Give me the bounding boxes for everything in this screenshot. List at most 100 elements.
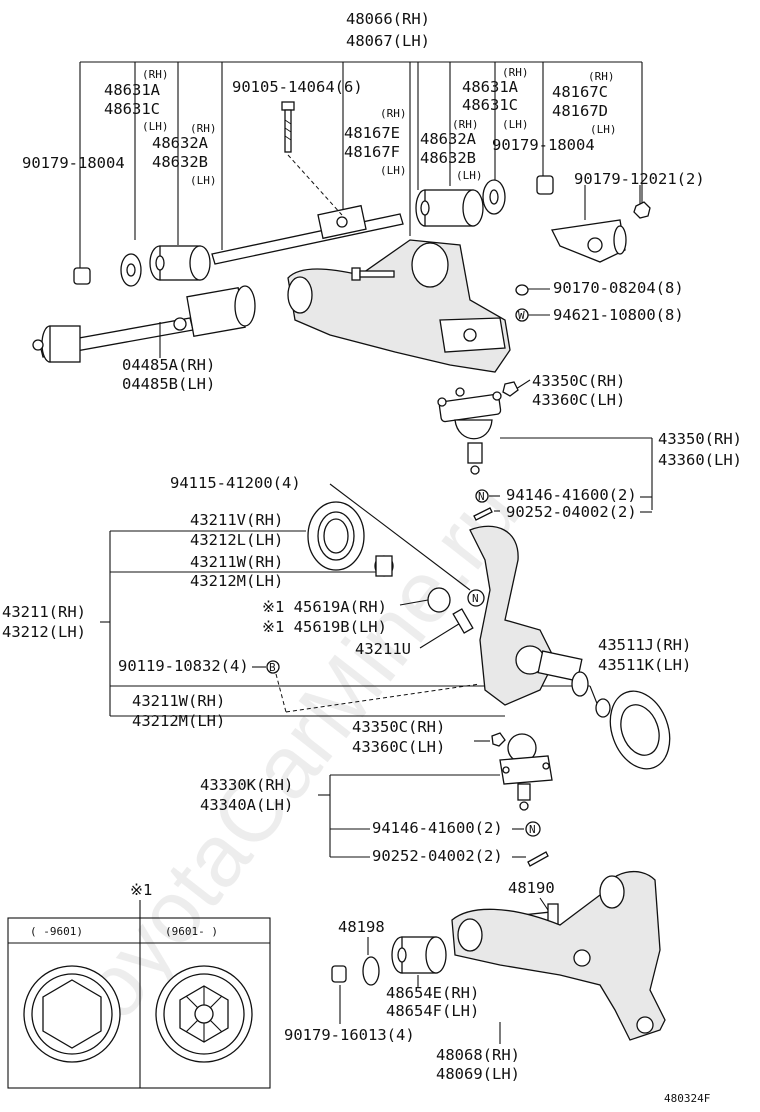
- svg-text:(RH): (RH): [142, 68, 169, 81]
- label-94115: 94115-41200(4): [170, 474, 301, 492]
- label-48654e: 48654E(RH): [386, 984, 479, 1002]
- svg-text:(RH): (RH): [380, 107, 407, 120]
- label-43330k: 43330K(RH): [200, 776, 293, 794]
- label-43360: 43360(LH): [658, 451, 742, 469]
- inset-mark: ※1: [130, 881, 152, 899]
- label-48069: 48069(LH): [436, 1065, 520, 1083]
- watermark: ToyotaCarMine.ru: [32, 463, 538, 1071]
- label-48066: 48066(RH): [346, 10, 430, 28]
- label-04485a: 04485A(RH): [122, 356, 215, 374]
- diagram-code: 480324F: [664, 1092, 710, 1105]
- label-90179-12021: 90179-12021(2): [574, 170, 705, 188]
- svg-text:(RH): (RH): [502, 66, 529, 79]
- bolt-icon: [281, 101, 295, 153]
- label-90170-08204: 90170-08204(8): [553, 279, 684, 297]
- label-48654f: 48654F(LH): [386, 1002, 479, 1020]
- label-90252-upper: 90252-04002(2): [506, 503, 637, 521]
- upper-arm-labels: 48066(RH) 48067(LH) 90105-14064(6) (RH) …: [22, 10, 705, 393]
- nut-icon: [331, 965, 347, 983]
- bushing-icon: [595, 698, 611, 718]
- label-48167f: 48167F: [344, 143, 400, 161]
- label-48167c: 48167C: [552, 83, 608, 101]
- bushing-icon: [391, 936, 447, 974]
- seal-icon: [307, 501, 365, 571]
- upper-ball-joint-area: 43350C(RH) 43360C(LH) 43350(RH) 43360(LH…: [437, 372, 742, 521]
- svg-text:(RH): (RH): [190, 122, 217, 135]
- label-43511k: 43511K(LH): [598, 656, 691, 674]
- ball-joint-icon: [499, 733, 553, 811]
- label-90179-18004-left: 90179-18004: [22, 154, 125, 172]
- knuckle-area: 94115-41200(4) 43211V(RH) 43212L(LH) 432…: [2, 474, 691, 770]
- label-48067: 48067(LH): [346, 32, 430, 50]
- svg-text:(RH): (RH): [588, 70, 615, 83]
- bolt-icon: [266, 660, 280, 674]
- label-48632b-right: 48632B: [420, 149, 476, 167]
- svg-text:(LH): (LH): [502, 118, 529, 131]
- inset-col-1: ( -9601): [30, 925, 83, 938]
- cotter-pin-icon: [473, 507, 493, 521]
- label-43212m-bottom: 43212M(LH): [132, 712, 225, 730]
- label-48632b: 48632B: [152, 153, 208, 171]
- lower-ball-joint-area: 43350C(RH) 43360C(LH) 43330K(RH) 43340A(…: [200, 718, 553, 867]
- upper-arm-shaft-icon: [211, 204, 404, 265]
- label-48632a: 48632A: [152, 134, 209, 152]
- label-43350c-lower: 43350C(RH): [352, 718, 445, 736]
- label-48631c: 48631C: [104, 100, 160, 118]
- svg-text:(LH): (LH): [142, 120, 169, 133]
- svg-text:(RH): (RH): [452, 118, 479, 131]
- washer-icon: [362, 956, 380, 986]
- bushing-icon: [374, 555, 394, 577]
- label-48190: 48190: [508, 879, 555, 897]
- svg-text:(LH): (LH): [590, 123, 617, 136]
- boot-icon: [502, 381, 519, 397]
- lower-control-arm-icon: [451, 871, 666, 1041]
- upper-arm-leaders: [79, 61, 643, 268]
- bolt-icon: [351, 267, 395, 281]
- nut-icon: [536, 175, 554, 195]
- label-43360c-lower: 43360C(LH): [352, 738, 445, 756]
- label-43212l: 43212L(LH): [190, 531, 283, 549]
- label-48632a-right: 48632A: [420, 130, 477, 148]
- svg-text:N: N: [529, 823, 536, 836]
- label-48631a-right: 48631A: [462, 78, 519, 96]
- label-48167d: 48167D: [552, 102, 608, 120]
- label-90252-lower: 90252-04002(2): [372, 847, 503, 865]
- label-94621-10800: 94621-10800(8): [553, 306, 684, 324]
- label-48631c-right: 48631C: [462, 96, 518, 114]
- nut-icon: [467, 589, 485, 607]
- nut-icon: [73, 267, 91, 285]
- stud-icon: [452, 608, 474, 634]
- nut-icon: [515, 284, 529, 296]
- svg-text:B: B: [269, 661, 276, 674]
- label-90105: 90105-14064(6): [232, 78, 363, 96]
- cotter-pin-icon: [527, 851, 549, 867]
- label-45619a: ※1 45619A(RH): [262, 598, 387, 616]
- label-43211u: 43211U: [355, 640, 411, 658]
- hex-nut-icon: [23, 965, 121, 1063]
- label-43350c-upper: 43350C(RH): [532, 372, 625, 390]
- label-94146-lower: 94146-41600(2): [372, 819, 503, 837]
- label-43212: 43212(LH): [2, 623, 86, 641]
- label-43211w: 43211W(RH): [190, 553, 283, 571]
- label-43211w-bottom: 43211W(RH): [132, 692, 225, 710]
- label-90119: 90119-10832(4): [118, 657, 249, 675]
- svg-text:W: W: [518, 309, 525, 322]
- bushing-icon: [415, 189, 484, 227]
- label-90179-18004-right: 90179-18004: [492, 136, 595, 154]
- svg-text:(LH): (LH): [190, 174, 217, 187]
- svg-text:(LH): (LH): [380, 164, 407, 177]
- label-45619b: ※1 45619B(LH): [262, 618, 387, 636]
- label-48167e: 48167E: [344, 124, 400, 142]
- nut-icon: [475, 489, 489, 503]
- bushing-assembly-icon: [32, 285, 256, 363]
- boot-icon: [491, 732, 506, 747]
- label-04485b: 04485B(LH): [122, 375, 215, 393]
- ball-joint-icon: [437, 387, 502, 475]
- variant-inset: ※1 ( -9601) (9601- ): [7, 881, 271, 1089]
- nut-icon: [525, 821, 541, 837]
- label-43350: 43350(RH): [658, 430, 742, 448]
- label-43360c-upper: 43360C(LH): [532, 391, 625, 409]
- label-43212m: 43212M(LH): [190, 572, 283, 590]
- svg-text:N: N: [478, 490, 485, 503]
